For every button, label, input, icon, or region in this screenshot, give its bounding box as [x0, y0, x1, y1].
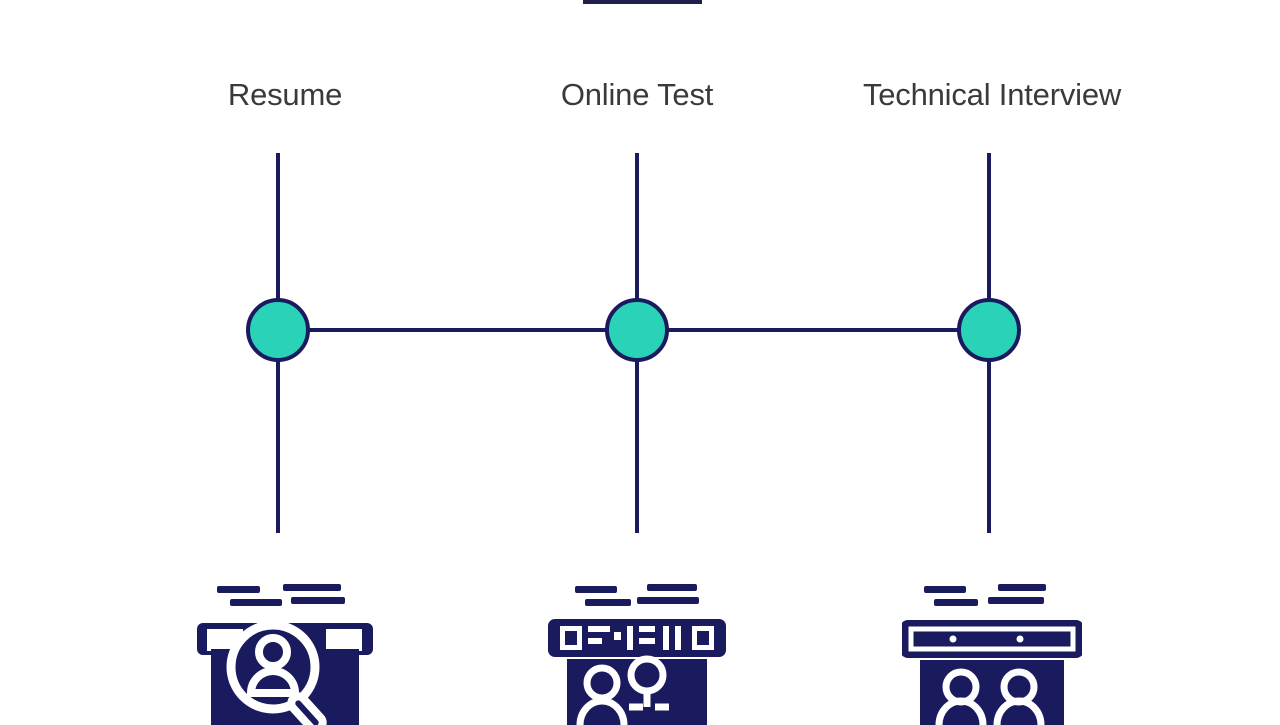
node-technical-interview[interactable]	[957, 298, 1021, 362]
stage-label-resume: Resume	[227, 77, 343, 112]
stage-label-technical-interview: Technical Interview	[862, 77, 1122, 112]
connector-resume-to-online-test	[278, 328, 637, 332]
stage-label-online-test: Online Test	[560, 77, 714, 112]
icon-technical-interview	[902, 575, 1082, 725]
icon-online-test	[547, 575, 727, 725]
node-resume[interactable]	[246, 298, 310, 362]
icon-resume-scan	[195, 575, 375, 725]
top-accent-bar	[583, 0, 702, 4]
node-online-test[interactable]	[605, 298, 669, 362]
connector-online-test-to-technical-interview	[637, 328, 1017, 332]
